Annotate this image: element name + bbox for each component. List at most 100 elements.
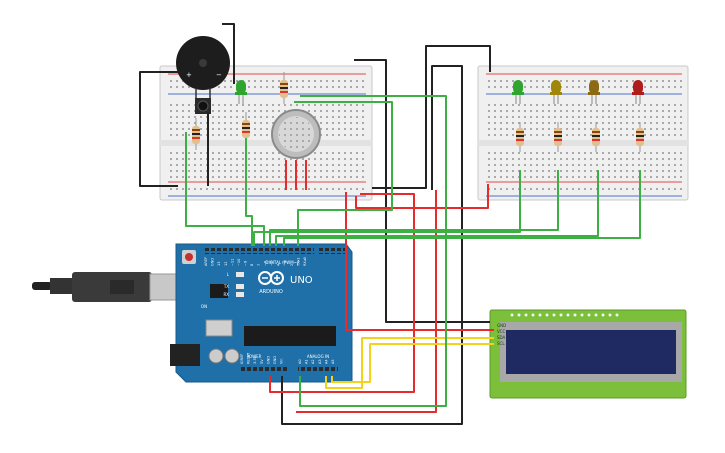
- wire-green-1: [185, 132, 265, 246]
- led-right-4: [632, 80, 644, 104]
- lcd-pinhole: [552, 313, 556, 317]
- pin-label: ~9: [244, 261, 248, 266]
- arduino-brand-label: ARDUINO: [259, 289, 283, 295]
- pin-label: ~10: [237, 259, 241, 266]
- svg-text:−: −: [216, 71, 222, 79]
- pin-label: 7: [257, 264, 261, 266]
- lcd-pinhole: [524, 313, 528, 317]
- lcd-pin-scl: SCL: [497, 341, 505, 346]
- lcd-pinhole: [566, 313, 570, 317]
- gas-sensor-icon: [271, 109, 321, 190]
- lcd-pinhole: [531, 313, 535, 317]
- led-right-2: [550, 80, 562, 104]
- pin-label: ~11: [230, 259, 234, 266]
- lcd-pinhole: [587, 313, 591, 317]
- wire-green-led1: [253, 170, 521, 246]
- pin-label: 2: [290, 264, 294, 266]
- wire-black-arduino-gnd: [281, 65, 463, 425]
- pin-label: 3.3V: [253, 355, 257, 364]
- lcd-pinhole: [538, 313, 542, 317]
- lcd-pin-sda: SDA: [497, 335, 506, 340]
- left-breadboard: [159, 65, 373, 201]
- pin-label: Vin: [280, 358, 284, 364]
- wire-green-led2: [269, 170, 559, 246]
- resistor-right-4: [636, 122, 644, 152]
- wire-green-2: [245, 138, 253, 246]
- pin-label: GND: [211, 258, 215, 266]
- resistor-left-2: [192, 118, 200, 150]
- lcd-display: GND VCC SDA SCL: [489, 309, 687, 399]
- resistor-left-1: [280, 72, 288, 104]
- power-jack: [170, 344, 200, 366]
- pushbutton-icon: [195, 98, 211, 114]
- pin-label: A1: [305, 359, 309, 364]
- wire-red-arduino-5v: [269, 193, 415, 393]
- usb-cable-icon: [32, 272, 181, 302]
- power-header-label: POWER: [247, 354, 262, 359]
- wire-black-buzzer: [222, 23, 235, 84]
- arduino-uno-board: ARDUINO UNO DIGITAL (PWM~) POWER ANALOG …: [170, 243, 353, 383]
- analog-header: [298, 366, 338, 372]
- lcd-pinhole: [559, 313, 563, 317]
- resistor-right-1: [516, 122, 524, 152]
- indicator-on-label: ON: [201, 304, 207, 309]
- arduino-model-label: UNO: [290, 275, 313, 286]
- wire-black-right-gnd: [372, 45, 491, 189]
- wire-yellow-sda: [325, 337, 494, 389]
- pin-label: GND: [273, 356, 277, 364]
- lcd-pinhole: [594, 313, 598, 317]
- indicator-tx-label: TX: [223, 284, 229, 289]
- pin-label: RX◂0: [303, 257, 307, 266]
- pin-label: 12: [224, 262, 228, 266]
- wire-black-lcd-gnd: [354, 59, 490, 323]
- lcd-pinhole: [545, 313, 549, 317]
- lcd-pin-vcc: VCC: [497, 329, 506, 334]
- wire-green-led4: [283, 170, 641, 246]
- pin-label: GND: [266, 356, 270, 364]
- indicator-l-label: L: [227, 272, 230, 277]
- lcd-pinhole: [517, 313, 521, 317]
- pin-label: A4: [324, 359, 328, 364]
- digital-header-label: DIGITAL (PWM~): [265, 260, 299, 265]
- wires: [139, 23, 641, 425]
- analog-header-label: ANALOG IN: [307, 354, 329, 359]
- led-right-1: [512, 80, 524, 104]
- pin-label: ~3: [283, 261, 287, 266]
- atmega-chip: [244, 326, 336, 346]
- wire-black-gnd-left: [139, 71, 180, 187]
- lcd-pinhole: [601, 313, 605, 317]
- led-left-green: [235, 80, 247, 104]
- wire-green-analog: [299, 95, 447, 407]
- lcd-pinhole: [510, 313, 514, 317]
- resistor-right-3: [592, 122, 600, 152]
- lcd-pin-gnd: GND: [497, 323, 506, 328]
- wire-red-right-power: [355, 184, 489, 209]
- pin-label: 8: [250, 264, 254, 266]
- pin-label: A3: [318, 359, 322, 364]
- pin-label: AREF: [204, 257, 208, 266]
- lcd-screen: [506, 330, 676, 374]
- pin-label: RESET: [247, 352, 251, 364]
- pin-label: 4: [277, 263, 281, 266]
- pin-label: TX▸1: [296, 257, 300, 267]
- buzzer-icon: + −: [176, 36, 230, 98]
- wire-green-led3: [275, 170, 599, 246]
- wire-red-lcd-vcc: [345, 192, 494, 331]
- right-breadboard: [477, 65, 689, 201]
- svg-text:+: +: [186, 71, 192, 79]
- pin-label: IOREF: [240, 354, 244, 364]
- pin-label: ~5: [270, 261, 274, 266]
- pin-label: A5: [331, 359, 335, 364]
- pin-label: 5V: [260, 359, 264, 364]
- pin-label: A0: [298, 359, 302, 364]
- pin-label: A2: [311, 359, 315, 364]
- wire-yellow-scl: [331, 343, 494, 383]
- resistor-right-2: [554, 122, 562, 152]
- indicator-rx-label: RX: [223, 292, 229, 297]
- led-right-3: [588, 80, 600, 104]
- lcd-pinhole: [573, 313, 577, 317]
